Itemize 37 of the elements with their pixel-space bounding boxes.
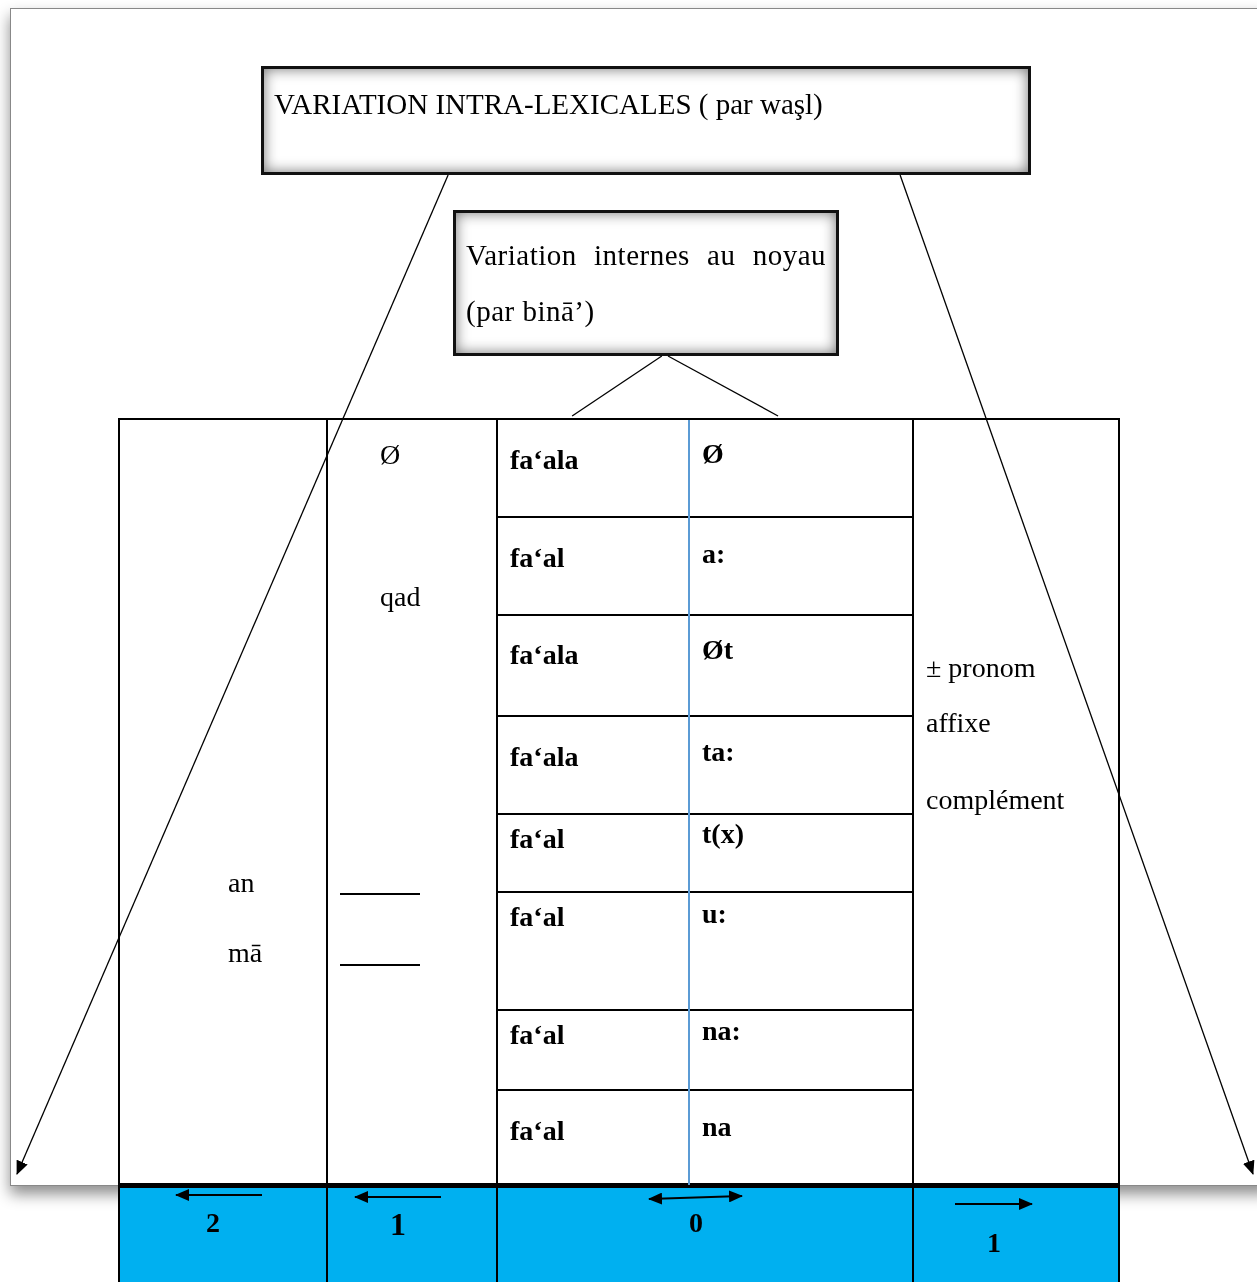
connector-line: [571, 355, 663, 417]
table-cell-text: Øt: [702, 633, 734, 667]
table-cell-text: fa‘al: [510, 822, 565, 856]
table-cell-text: qad: [380, 580, 421, 614]
scale-number: 1: [987, 1226, 1001, 1260]
table-box: [118, 418, 1120, 1185]
table-cell-text: fa‘al: [510, 900, 565, 934]
table-cell-text: fa‘ala: [510, 443, 579, 477]
table-cell-text: fa‘al: [510, 1114, 565, 1148]
scale-number: 2: [206, 1206, 220, 1240]
table-cell-text: fa‘al: [510, 541, 565, 575]
column-box: [496, 418, 914, 1185]
table-cell-text: ± pronom: [926, 651, 1036, 685]
box-text: Variation internes au noyau (par binā’): [466, 238, 826, 329]
connector-line: [667, 355, 779, 417]
table-cell-text: fa‘ala: [510, 740, 579, 774]
table-cell-text: a:: [702, 537, 726, 571]
scale-number: 0: [689, 1206, 703, 1240]
table-cell-text: t(x): [702, 817, 744, 851]
table-cell-text: complément: [926, 783, 1065, 817]
table-cell-text: affixe: [926, 706, 991, 740]
table-cell-text: u:: [702, 897, 727, 931]
arrow: [16, 174, 449, 1175]
title-box: [261, 66, 1031, 175]
table-cell-text: Ø: [380, 438, 401, 472]
table-cell-text: an: [228, 866, 255, 900]
table-cell-text: na:: [702, 1014, 741, 1048]
table-cell-text: na: [702, 1110, 732, 1144]
table-cell-text: fa‘al: [510, 1018, 565, 1052]
process-box: [453, 210, 839, 356]
box-text: VARIATION INTRA-LEXICALES ( par waşl): [274, 87, 824, 122]
table-cell-text: fa‘ala: [510, 638, 579, 672]
table-cell-text: ta:: [702, 735, 735, 769]
scale-number: 1: [390, 1207, 406, 1241]
arrow: [899, 174, 1255, 1175]
table-cell-text: mā: [228, 936, 263, 970]
table-cell-text: Ø: [702, 437, 724, 471]
